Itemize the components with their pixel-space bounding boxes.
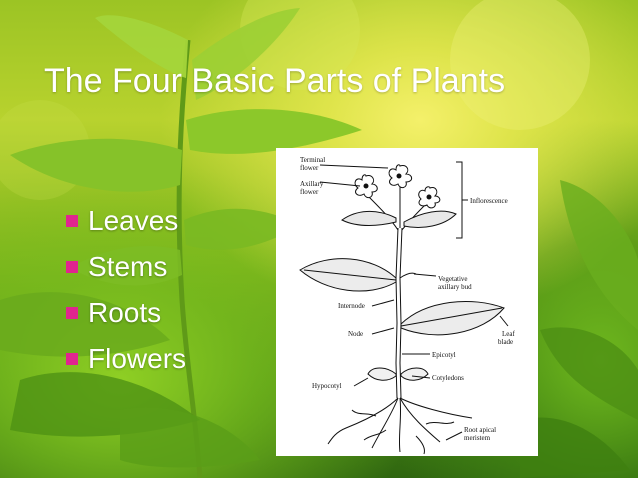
bullet-square-icon [66, 307, 78, 319]
label-cotyledons: Cotyledons [432, 374, 464, 382]
label-vegetative-bud-2: axillary bud [438, 283, 472, 291]
bullet-text: Stems [88, 251, 168, 282]
label-terminal-flower-1: Terminal [300, 156, 325, 164]
label-node: Node [348, 330, 363, 338]
bullet-item-stems: Stems [66, 244, 186, 290]
label-inflorescence: Inflorescence [470, 197, 508, 205]
label-internode: Internode [338, 302, 365, 310]
slide-title: The Four Basic Parts of Plants [44, 62, 506, 100]
plant-diagram: Terminal flower Axillary flower Inflores… [276, 148, 538, 456]
label-axillary-flower-1: Axillary [300, 180, 324, 188]
bullet-text: Flowers [88, 343, 187, 374]
label-terminal-flower-2: flower [300, 164, 319, 172]
label-hypocotyl: Hypocotyl [312, 382, 342, 390]
bullet-item-roots: Roots [66, 290, 186, 336]
bullet-list: Leaves Stems Roots Flowers [66, 198, 186, 382]
label-root-meristem-2: meristem [464, 434, 491, 442]
label-leaf-blade-1: Leaf [502, 330, 515, 338]
plant-illustration: Terminal flower Axillary flower Inflores… [299, 156, 515, 455]
label-axillary-flower-2: flower [300, 188, 319, 196]
label-leaf-blade-2: blade [498, 338, 513, 346]
bullet-text: Roots [88, 297, 162, 328]
label-vegetative-bud-1: Vegetative [438, 275, 468, 283]
bullet-item-leaves: Leaves [66, 198, 186, 244]
label-root-meristem-1: Root apical [464, 426, 496, 434]
bullet-item-flowers: Flowers [66, 336, 186, 382]
bullet-text: Leaves [88, 205, 179, 236]
bullet-square-icon [66, 353, 78, 365]
bullet-square-icon [66, 215, 78, 227]
bullet-square-icon [66, 261, 78, 273]
label-epicotyl: Epicotyl [432, 351, 456, 359]
